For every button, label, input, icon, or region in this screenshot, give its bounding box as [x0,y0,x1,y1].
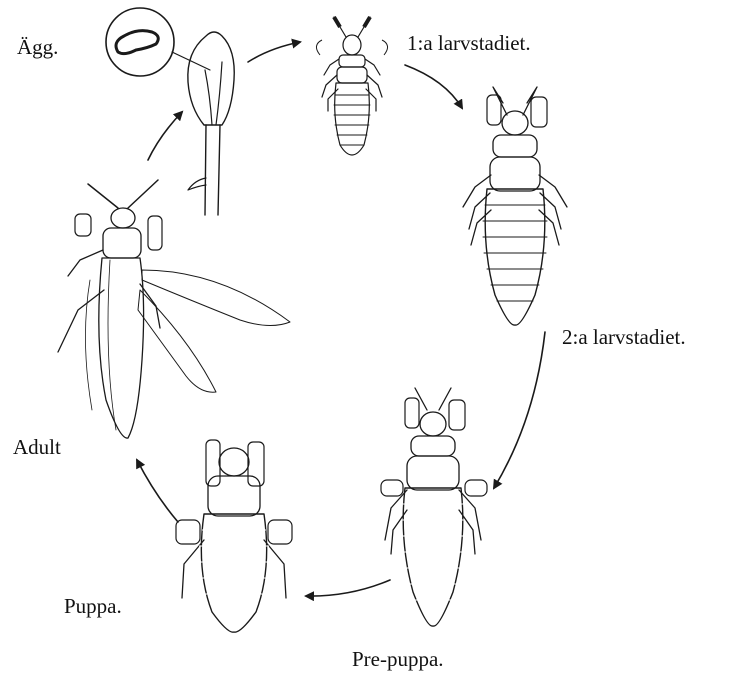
adult-illustration [58,180,290,438]
arrow-larva1-to-larva2 [405,65,462,108]
pupa-illustration [176,440,292,632]
flower-stem [205,125,220,215]
arrow-pupa-to-adult [137,460,178,522]
arrow-egg-to-larva1 [248,42,300,62]
larva2-illustration [463,87,567,325]
pupa-label: Puppa. [64,596,122,617]
arrow-larva2-to-prepupa [494,332,545,488]
larva1-illustration [316,17,387,155]
egg-label: Ägg. [17,37,58,58]
egg-pointer-line [172,52,210,70]
larva1-label: 1:a larvstadiet. [407,33,531,54]
prepupa-illustration [381,388,487,626]
larva2-label: 2:a larvstadiet. [562,327,686,348]
adult-label: Adult [13,437,61,458]
egg-stage-illustration [106,8,234,215]
egg-icon [116,31,158,54]
prepupa-label: Pre-puppa. [352,649,444,670]
flower-bud-sepal [205,62,222,125]
arrow-prepupa-to-pupa [306,580,390,596]
flower-leaf [188,178,206,190]
arrow-adult-to-egg [148,112,182,160]
